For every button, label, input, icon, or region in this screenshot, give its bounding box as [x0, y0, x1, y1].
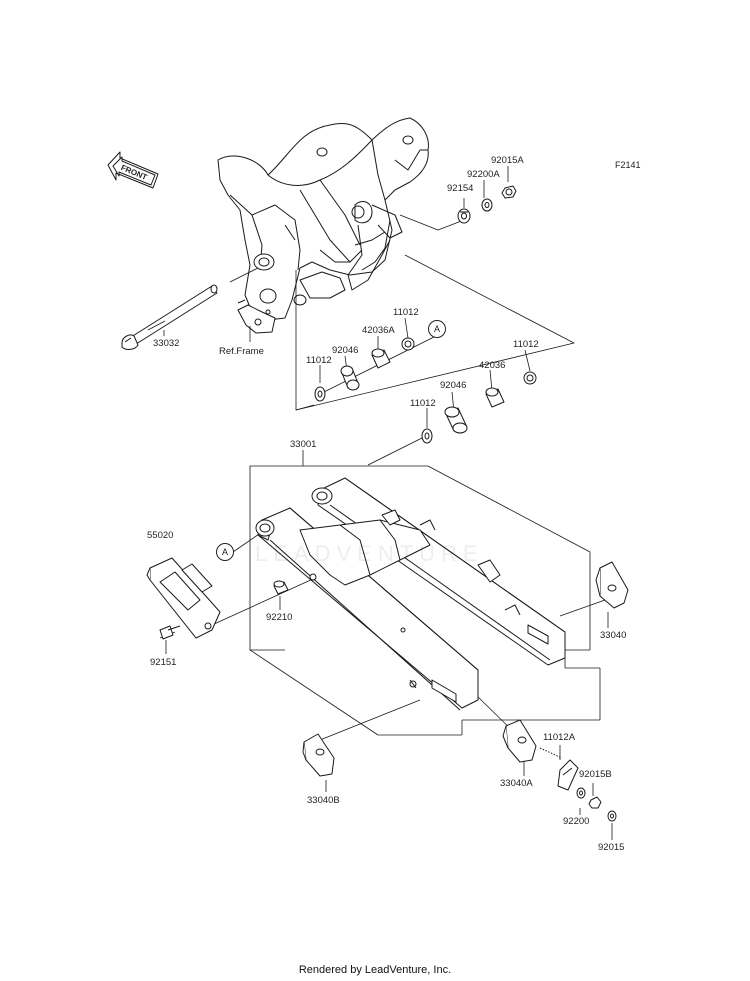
- front-arrow-icon: [107, 151, 159, 189]
- callout-a-lower: A: [216, 543, 234, 561]
- chain-adjuster-33040A: [502, 719, 563, 763]
- axle-hardware-upper: [457, 185, 517, 224]
- part-label-92015: 92015: [598, 842, 625, 853]
- figure-code: F2141: [615, 160, 641, 170]
- adjuster-bolt-hardware: [557, 759, 617, 822]
- part-label-33040A: 33040A: [500, 778, 533, 789]
- chain-guide: [146, 557, 221, 639]
- part-label-92154: 92154: [447, 183, 474, 194]
- part-label-92151: 92151: [150, 657, 177, 668]
- part-label-92015B: 92015B: [579, 769, 612, 780]
- part-label-92210: 92210: [266, 612, 293, 623]
- pivot-shaft: [121, 284, 218, 350]
- frame-reference: [217, 117, 429, 334]
- part-label-42036A: 42036A: [362, 325, 395, 336]
- part-label-11012-mid: 11012: [410, 398, 436, 409]
- chain-adjuster-33040: [595, 561, 629, 609]
- swingarm: [255, 477, 566, 711]
- part-label-11012-top: 11012: [393, 307, 419, 318]
- part-label-11012-right: 11012: [513, 339, 539, 350]
- footer-credit: Rendered by LeadVenture, Inc.: [298, 964, 452, 976]
- ref-frame-label: Ref.Frame: [219, 346, 264, 357]
- callout-a-upper: A: [428, 320, 446, 338]
- pivot-bushings-left: [314, 337, 415, 402]
- part-label-92015A: 92015A: [491, 155, 524, 166]
- part-label-92046-left: 92046: [332, 345, 359, 356]
- part-label-92200: 92200: [563, 816, 590, 827]
- watermark-text: LEADVENTURE: [255, 541, 484, 566]
- collar-92210: [273, 580, 289, 595]
- chain-adjuster-33040B: [302, 733, 335, 777]
- part-label-55020: 55020: [147, 530, 174, 541]
- part-label-33032: 33032: [153, 338, 180, 349]
- part-label-11012-left: 11012: [306, 355, 332, 366]
- bolt-92151: [159, 625, 181, 640]
- part-label-33040B: 33040B: [307, 795, 340, 806]
- part-label-11012A: 11012A: [543, 732, 576, 743]
- part-label-42036: 42036: [479, 360, 506, 371]
- part-label-33040: 33040: [600, 630, 627, 641]
- part-label-33001: 33001: [290, 439, 317, 450]
- part-label-92046-right: 92046: [440, 380, 467, 391]
- pivot-bushings-right: [421, 371, 537, 444]
- part-label-92200A: 92200A: [467, 169, 500, 180]
